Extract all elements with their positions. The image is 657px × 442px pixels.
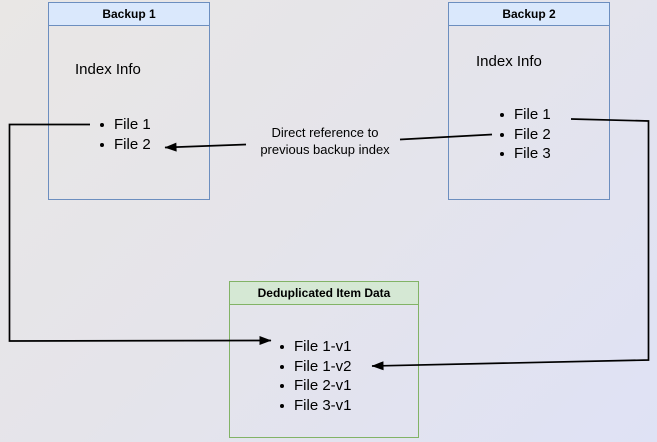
direct-reference-label-line1: Direct reference to <box>271 125 379 140</box>
backup1-header: Backup 1 <box>49 3 209 26</box>
backup2-title: Backup 2 <box>502 7 556 21</box>
dedup-title: Deduplicated Item Data <box>257 286 391 300</box>
list-item: File 2-v1 <box>280 376 352 396</box>
backup2-subtitle: Index Info <box>476 53 542 70</box>
dedup-box: Deduplicated Item Data File 1-v1 File 1-… <box>229 281 419 438</box>
list-item: File 3-v1 <box>280 396 352 416</box>
backup1-subtitle: Index Info <box>75 61 141 78</box>
backup1-file-list: File 1 File 2 <box>100 115 151 154</box>
backup1-box: Backup 1 Index Info File 1 File 2 <box>48 2 210 200</box>
dedup-file-list: File 1-v1 File 1-v2 File 2-v1 File 3-v1 <box>280 337 352 415</box>
list-item: File 1-v2 <box>280 357 352 377</box>
dedup-header: Deduplicated Item Data <box>230 282 418 305</box>
list-item: File 1 <box>500 105 551 125</box>
list-item: File 2 <box>100 135 151 155</box>
backup2-file-list: File 1 File 2 File 3 <box>500 105 551 164</box>
list-item: File 1 <box>100 115 151 135</box>
list-item: File 2 <box>500 125 551 145</box>
backup2-box: Backup 2 Index Info File 1 File 2 File 3 <box>448 2 610 200</box>
direct-reference-label-line2: previous backup index <box>260 142 390 157</box>
list-item: File 3 <box>500 144 551 164</box>
backup2-header: Backup 2 <box>449 3 609 26</box>
backup1-title: Backup 1 <box>102 7 156 21</box>
list-item: File 1-v1 <box>280 337 352 357</box>
direct-reference-label: Direct reference to previous backup inde… <box>240 124 410 158</box>
